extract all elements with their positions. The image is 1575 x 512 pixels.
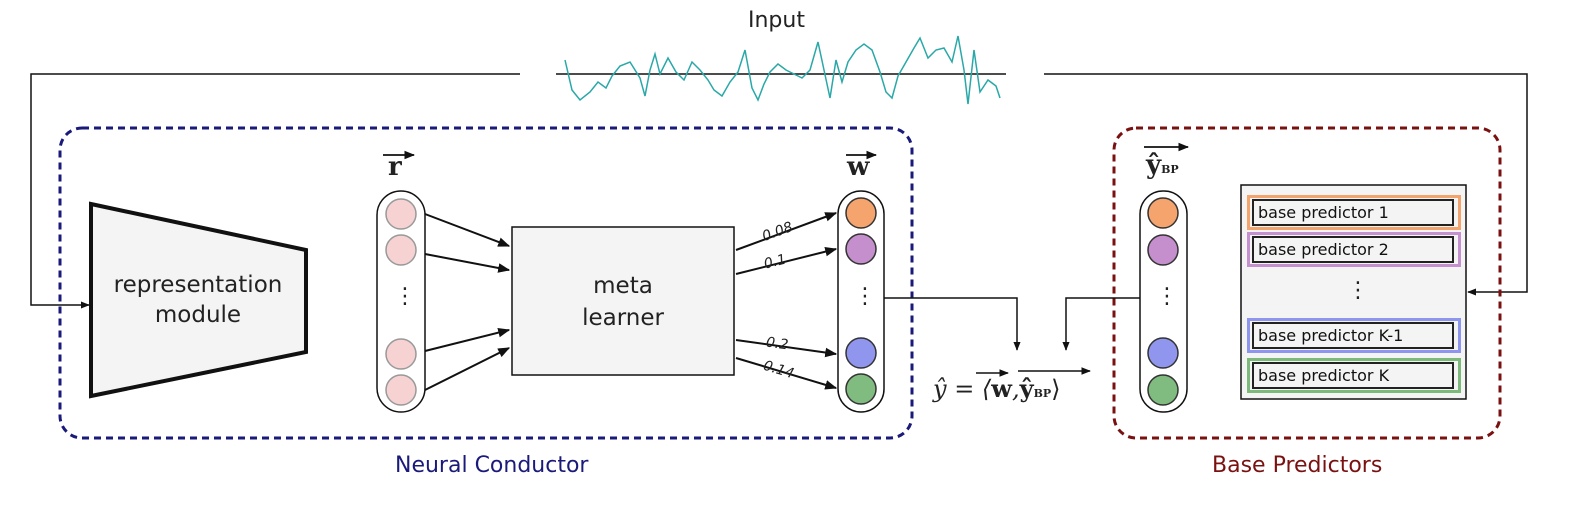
meta-learner-box [511, 226, 735, 376]
representation-module-shape [89, 201, 308, 399]
base-predictors-ellipsis: ⋮ [1347, 278, 1369, 303]
ybp-node-2 [1147, 234, 1179, 266]
input-label: Input [748, 8, 805, 33]
w-to-formula-arrow [884, 297, 1021, 351]
meta-learner-label: meta learner [512, 270, 734, 334]
base-predictors-group [1112, 126, 1502, 440]
w-node-2 [845, 233, 877, 265]
base-predictor-1-frame [1247, 195, 1461, 230]
ybp-subscript: BP [1161, 163, 1179, 176]
base-predictor-k: base predictor K [1252, 362, 1454, 389]
r-ellipsis: ⋮ [394, 284, 416, 309]
r-node-4 [385, 374, 417, 406]
ybp-ellipsis: ⋮ [1156, 284, 1178, 309]
formula-lhs: ŷ = ⟨ [933, 375, 992, 403]
r-vector-label: r [388, 152, 402, 182]
r-to-meta-arrow-2 [424, 253, 511, 273]
meta-learner-line-2: learner [582, 305, 664, 331]
ybp-symbol: ŷ [1146, 150, 1162, 180]
weight-label-3: 0.2 [764, 334, 790, 354]
r-to-meta-arrow-3 [424, 327, 511, 352]
r-node-3 [385, 338, 417, 370]
input-to-representation-arrow [30, 73, 520, 309]
base-predictor-k-1-frame [1247, 318, 1461, 353]
ybp-node-3 [1147, 337, 1179, 369]
representation-line-2: module [154, 302, 242, 328]
base-predictor-k-frame [1247, 358, 1461, 393]
r-node-1 [385, 198, 417, 230]
neural-conductor-group [58, 126, 914, 440]
formula-sub: BP [1033, 387, 1052, 400]
base-predictor-2-frame [1247, 232, 1461, 267]
formula-y: ŷ [1019, 374, 1034, 403]
formula-rhs: ⟩ [1051, 375, 1061, 403]
ybp-to-formula-arrow [1062, 297, 1140, 351]
neural-conductor-label: Neural Conductor [395, 453, 589, 478]
signal-waveform [564, 35, 1001, 105]
meta-to-w-arrow-4 [735, 357, 838, 390]
meta-to-w-arrow-2 [735, 246, 838, 275]
ensemble-formula: ŷ = ⟨w,ŷBP⟩ [933, 374, 1061, 403]
meta-to-w-arrow-1 [735, 212, 838, 251]
input-to-base-predictors-arrow [1044, 73, 1528, 296]
ybp-node-4 [1147, 374, 1179, 406]
base-predictor-2: base predictor 2 [1252, 236, 1454, 263]
input-signal [556, 35, 1006, 105]
meta-to-w-arrow-3 [735, 339, 838, 358]
ybp-vector-label: ŷBP [1146, 150, 1179, 180]
w-ellipsis: ⋮ [854, 284, 876, 309]
w-node-3 [845, 337, 877, 369]
representation-line-1: representation [113, 272, 283, 298]
base-predictor-1: base predictor 1 [1252, 199, 1454, 226]
r-to-meta-arrow-4 [424, 347, 511, 391]
r-node-2 [385, 234, 417, 266]
w-node-4 [845, 373, 877, 405]
meta-learner-line-1: meta [593, 273, 653, 299]
ybp-node-1 [1147, 197, 1179, 229]
w-node-1 [845, 197, 877, 229]
base-predictor-k-1: base predictor K-1 [1252, 322, 1454, 349]
formula-w: w [991, 374, 1012, 403]
formula-comma: , [1011, 375, 1020, 403]
base-predictors-label: Base Predictors [1212, 453, 1383, 478]
representation-module-label: representation module [100, 270, 296, 330]
r-to-meta-arrow-1 [424, 213, 511, 247]
w-vector-label: w [847, 152, 870, 182]
